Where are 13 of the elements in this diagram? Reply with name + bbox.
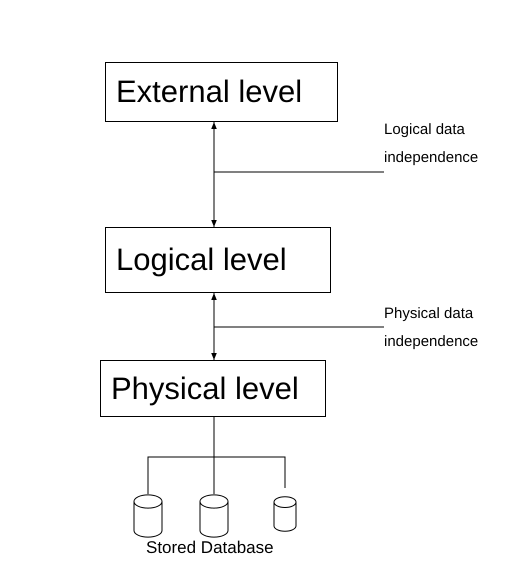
leader-line — [214, 326, 384, 328]
double-arrow — [211, 122, 217, 228]
connector-line — [214, 416, 286, 488]
level-box: Physical level — [100, 360, 326, 417]
annotation-text: Physical data independence — [384, 300, 514, 356]
database-caption: Stored Database — [146, 538, 274, 558]
database-cylinder — [273, 496, 297, 532]
level-box: External level — [105, 62, 338, 122]
level-box: Logical level — [105, 227, 331, 293]
database-cylinder — [133, 494, 163, 538]
double-arrow — [211, 292, 217, 360]
database-cylinder — [199, 494, 229, 538]
annotation-text: Logical data independence — [384, 116, 514, 172]
